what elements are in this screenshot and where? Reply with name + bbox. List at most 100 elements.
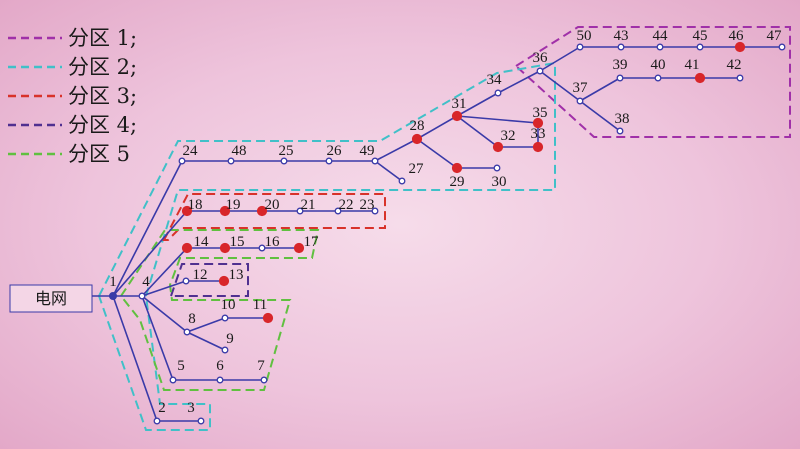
node-7 — [260, 376, 268, 384]
line-31-32 — [456, 115, 499, 148]
node-39 — [616, 74, 624, 82]
node-label-6: 6 — [216, 358, 224, 374]
node-label-10: 10 — [221, 297, 236, 313]
node-label-16: 16 — [265, 234, 281, 250]
line-31-35 — [456, 115, 539, 124]
line-4-14 — [141, 247, 188, 297]
node-32 — [492, 141, 504, 153]
node-label-26: 26 — [327, 143, 343, 159]
zone-outlines — [97, 26, 791, 431]
node-41 — [694, 72, 706, 84]
node-label-35: 35 — [533, 105, 548, 121]
node-label-29: 29 — [450, 174, 465, 190]
line-28-29 — [416, 138, 458, 169]
node-26 — [325, 157, 333, 165]
node-label-31: 31 — [452, 96, 467, 112]
node-label-45: 45 — [693, 28, 708, 44]
line-4-5 — [141, 295, 174, 381]
node-label-46: 46 — [729, 28, 745, 44]
node-label-1: 1 — [109, 274, 117, 290]
zone-1-outline — [514, 26, 791, 138]
node-label-50: 50 — [577, 28, 592, 44]
zone-5-outline — [119, 229, 320, 391]
node-2 — [153, 417, 161, 425]
node-label-25: 25 — [279, 143, 294, 159]
legend-label-3: 分区 3; — [68, 84, 137, 108]
line-34-36 — [497, 70, 541, 94]
node-label-19: 19 — [226, 197, 241, 213]
node-49 — [371, 157, 379, 165]
node-label-43: 43 — [614, 28, 629, 44]
node-50 — [576, 43, 584, 51]
node-45 — [696, 43, 704, 51]
node-43 — [617, 43, 625, 51]
node-label-24: 24 — [183, 143, 199, 159]
line-28-31 — [416, 115, 458, 140]
legend-label-5: 分区 5 — [68, 142, 130, 166]
node-37 — [576, 97, 584, 105]
node-label-12: 12 — [193, 267, 208, 283]
node-label-5: 5 — [177, 358, 185, 374]
node-10 — [221, 314, 229, 322]
legend: 分区 1;分区 2;分区 3;分区 4;分区 5 — [8, 26, 137, 166]
line-31-34 — [456, 92, 499, 117]
node-8 — [183, 328, 191, 336]
node-label-48: 48 — [232, 143, 247, 159]
grid-label: 电网 — [35, 289, 67, 308]
line-37-39 — [579, 77, 621, 102]
node-24 — [178, 157, 186, 165]
node-label-33: 33 — [531, 126, 546, 142]
node-label-44: 44 — [653, 28, 669, 44]
line-4-12 — [141, 280, 187, 297]
node-22 — [334, 207, 342, 215]
line-36-37 — [539, 70, 581, 102]
node-13 — [218, 275, 230, 287]
node-label-20: 20 — [265, 197, 280, 213]
line-1-24 — [112, 160, 183, 297]
node-19 — [219, 205, 231, 217]
node-20 — [256, 205, 268, 217]
node-label-7: 7 — [257, 358, 265, 374]
node-16 — [258, 244, 266, 252]
line-8-9 — [186, 331, 226, 351]
node-label-47: 47 — [767, 28, 783, 44]
node-label-21: 21 — [301, 197, 316, 213]
line-8-10 — [186, 317, 226, 333]
node-label-11: 11 — [253, 297, 267, 313]
node-3 — [197, 417, 205, 425]
node-label-32: 32 — [501, 128, 516, 144]
node-label-2: 2 — [158, 400, 166, 416]
node-21 — [296, 207, 304, 215]
node-5 — [169, 376, 177, 384]
node-label-3: 3 — [187, 400, 195, 416]
node-label-4: 4 — [142, 274, 150, 290]
node-12 — [182, 277, 190, 285]
node-label-27: 27 — [409, 161, 425, 177]
node-label-36: 36 — [533, 50, 549, 66]
node-label-40: 40 — [651, 57, 666, 73]
network-nodes — [109, 41, 786, 425]
node-4 — [138, 292, 146, 300]
line-49-27 — [374, 160, 403, 182]
node-25 — [280, 157, 288, 165]
node-label-13: 13 — [229, 267, 244, 283]
node-label-39: 39 — [613, 57, 628, 73]
node-6 — [216, 376, 224, 384]
node-38 — [616, 127, 624, 135]
line-36-50 — [539, 46, 581, 72]
node-34 — [494, 89, 502, 97]
node-18 — [181, 205, 193, 217]
node-label-34: 34 — [487, 72, 503, 88]
legend-label-2: 分区 2; — [68, 55, 137, 79]
node-label-15: 15 — [230, 234, 245, 250]
network-lines — [92, 46, 782, 422]
line-49-28 — [374, 138, 418, 162]
zone-4-outline — [169, 263, 249, 297]
line-37-38 — [579, 100, 621, 132]
node-label-22: 22 — [339, 197, 354, 213]
node-47 — [778, 43, 786, 51]
grid-box — [9, 284, 93, 313]
node-40 — [654, 74, 662, 82]
